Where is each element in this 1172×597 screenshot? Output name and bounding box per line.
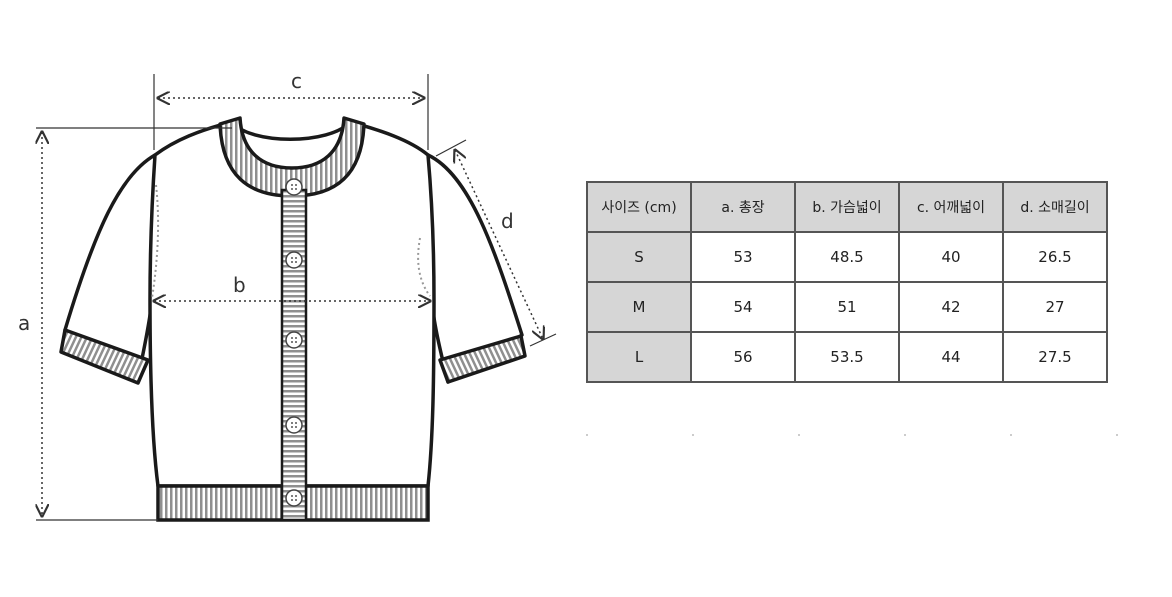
dim-d-extension-top (435, 139, 467, 157)
table-row: L 56 53.5 44 27.5 (586, 331, 1108, 383)
button (285, 251, 303, 269)
table-cell: 44 (898, 331, 1004, 383)
table-cell: 42 (898, 281, 1004, 333)
table-cell: 48.5 (794, 231, 900, 283)
buttons (285, 178, 303, 507)
size-cell: L (586, 331, 692, 383)
dim-d-extension-bottom (529, 333, 557, 347)
button (285, 416, 303, 434)
table-cell: 56 (690, 331, 796, 383)
dim-c-label: c (291, 69, 302, 93)
table-cell: 40 (898, 231, 1004, 283)
size-table: 사이즈 (cm) a. 총장 b. 가슴넓이 c. 어깨넓이 d. 소매길이 S… (586, 181, 1108, 383)
dim-d-label: d (501, 209, 514, 233)
header-chest-width: b. 가슴넓이 (794, 181, 900, 233)
size-cell: S (586, 231, 692, 283)
faint-divider-dots (586, 434, 1118, 436)
button (285, 178, 303, 196)
size-cell: M (586, 281, 692, 333)
header-shoulder-width: c. 어깨넓이 (898, 181, 1004, 233)
table-cell: 26.5 (1002, 231, 1108, 283)
header-size: 사이즈 (cm) (586, 181, 692, 233)
dim-a-label: a (18, 311, 30, 335)
table-header-row: 사이즈 (cm) a. 총장 b. 가슴넓이 c. 어깨넓이 d. 소매길이 (586, 181, 1108, 233)
left-armhole-seam (151, 184, 160, 299)
button-placket (280, 188, 308, 522)
right-armhole-seam (417, 237, 431, 297)
left-cuff (59, 328, 150, 385)
table-cell: 53.5 (794, 331, 900, 383)
header-total-length: a. 총장 (690, 181, 796, 233)
table-cell: 54 (690, 281, 796, 333)
table-cell: 27.5 (1002, 331, 1108, 383)
table-cell: 27 (1002, 281, 1108, 333)
table-row: M 54 51 42 27 (586, 281, 1108, 333)
cardigan-diagram: a b c d (18, 69, 557, 522)
table-cell: 53 (690, 231, 796, 283)
header-sleeve-length: d. 소매길이 (1002, 181, 1108, 233)
button (285, 489, 303, 507)
table-row: S 53 48.5 40 26.5 (586, 231, 1108, 283)
dim-b-label: b (233, 273, 246, 297)
right-cuff (438, 334, 527, 384)
table-cell: 51 (794, 281, 900, 333)
button (285, 331, 303, 349)
neckline-rib (218, 116, 366, 198)
